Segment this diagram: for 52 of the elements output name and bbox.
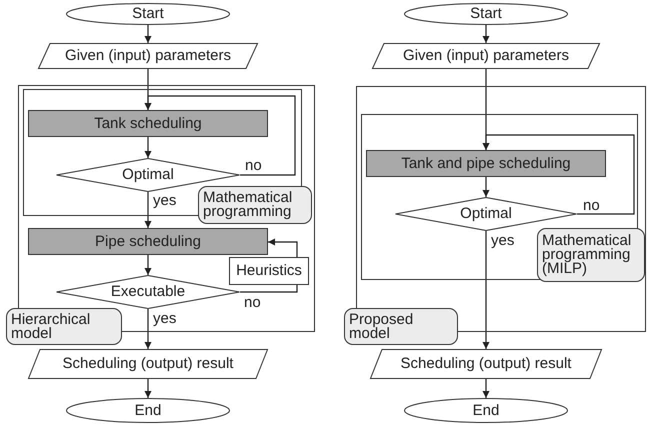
arrow	[482, 231, 490, 349]
badge-label: Mathematical programming	[203, 191, 294, 219]
connector-line	[240, 285, 298, 293]
method-badge	[6, 308, 122, 345]
node-label: Given (input) parameters	[403, 48, 569, 64]
node-label: Scheduling (output) result	[400, 356, 572, 372]
arrow	[482, 177, 490, 197]
badge-label: Hierarchical model	[11, 312, 92, 340]
node-label: Given (input) parameters	[65, 48, 231, 64]
node-label: End	[472, 402, 500, 418]
terminal-ellipse	[66, 398, 230, 423]
node-label: Heuristics	[236, 263, 302, 279]
arrow	[268, 238, 298, 257]
node-label: Optimal	[460, 206, 512, 222]
method-badge	[537, 228, 645, 282]
node-label: Tank scheduling	[94, 116, 202, 132]
arrow	[144, 379, 152, 398]
node-label: Tank and pipe scheduling	[401, 156, 571, 172]
arrow	[144, 25, 152, 43]
terminal-ellipse	[66, 3, 230, 25]
terminal-ellipse	[404, 3, 568, 25]
decision-diamond	[56, 158, 240, 192]
arrow	[482, 134, 635, 215]
method-badge	[198, 186, 312, 224]
arrow	[144, 255, 152, 275]
arrow	[482, 379, 490, 398]
node-label: Scheduling (output) result	[62, 356, 234, 372]
node-label: End	[134, 402, 162, 418]
arrow	[144, 309, 152, 349]
io-parallelogram	[372, 43, 600, 69]
badge-label: Mathematical programming (MILP)	[542, 234, 632, 276]
process-box	[229, 257, 309, 285]
io-parallelogram	[370, 349, 602, 379]
terminal-ellipse	[404, 398, 568, 423]
node-label: Start	[470, 6, 502, 22]
method-badge	[344, 308, 458, 345]
node-label: Start	[132, 6, 164, 22]
arrow	[144, 137, 152, 158]
process-box	[28, 228, 268, 255]
node-label: Optimal	[122, 167, 174, 183]
decision-diamond	[395, 197, 577, 231]
process-box	[366, 150, 606, 177]
process-box	[28, 110, 268, 137]
arrow	[144, 192, 152, 228]
node-label: Pipe scheduling	[95, 234, 201, 250]
arrow	[482, 25, 490, 43]
decision-diamond	[56, 275, 240, 309]
io-parallelogram	[38, 43, 258, 69]
node-label: Executable	[110, 284, 186, 300]
arrow	[144, 95, 296, 176]
io-parallelogram	[28, 349, 268, 379]
badge-label: Proposed model	[349, 312, 414, 340]
